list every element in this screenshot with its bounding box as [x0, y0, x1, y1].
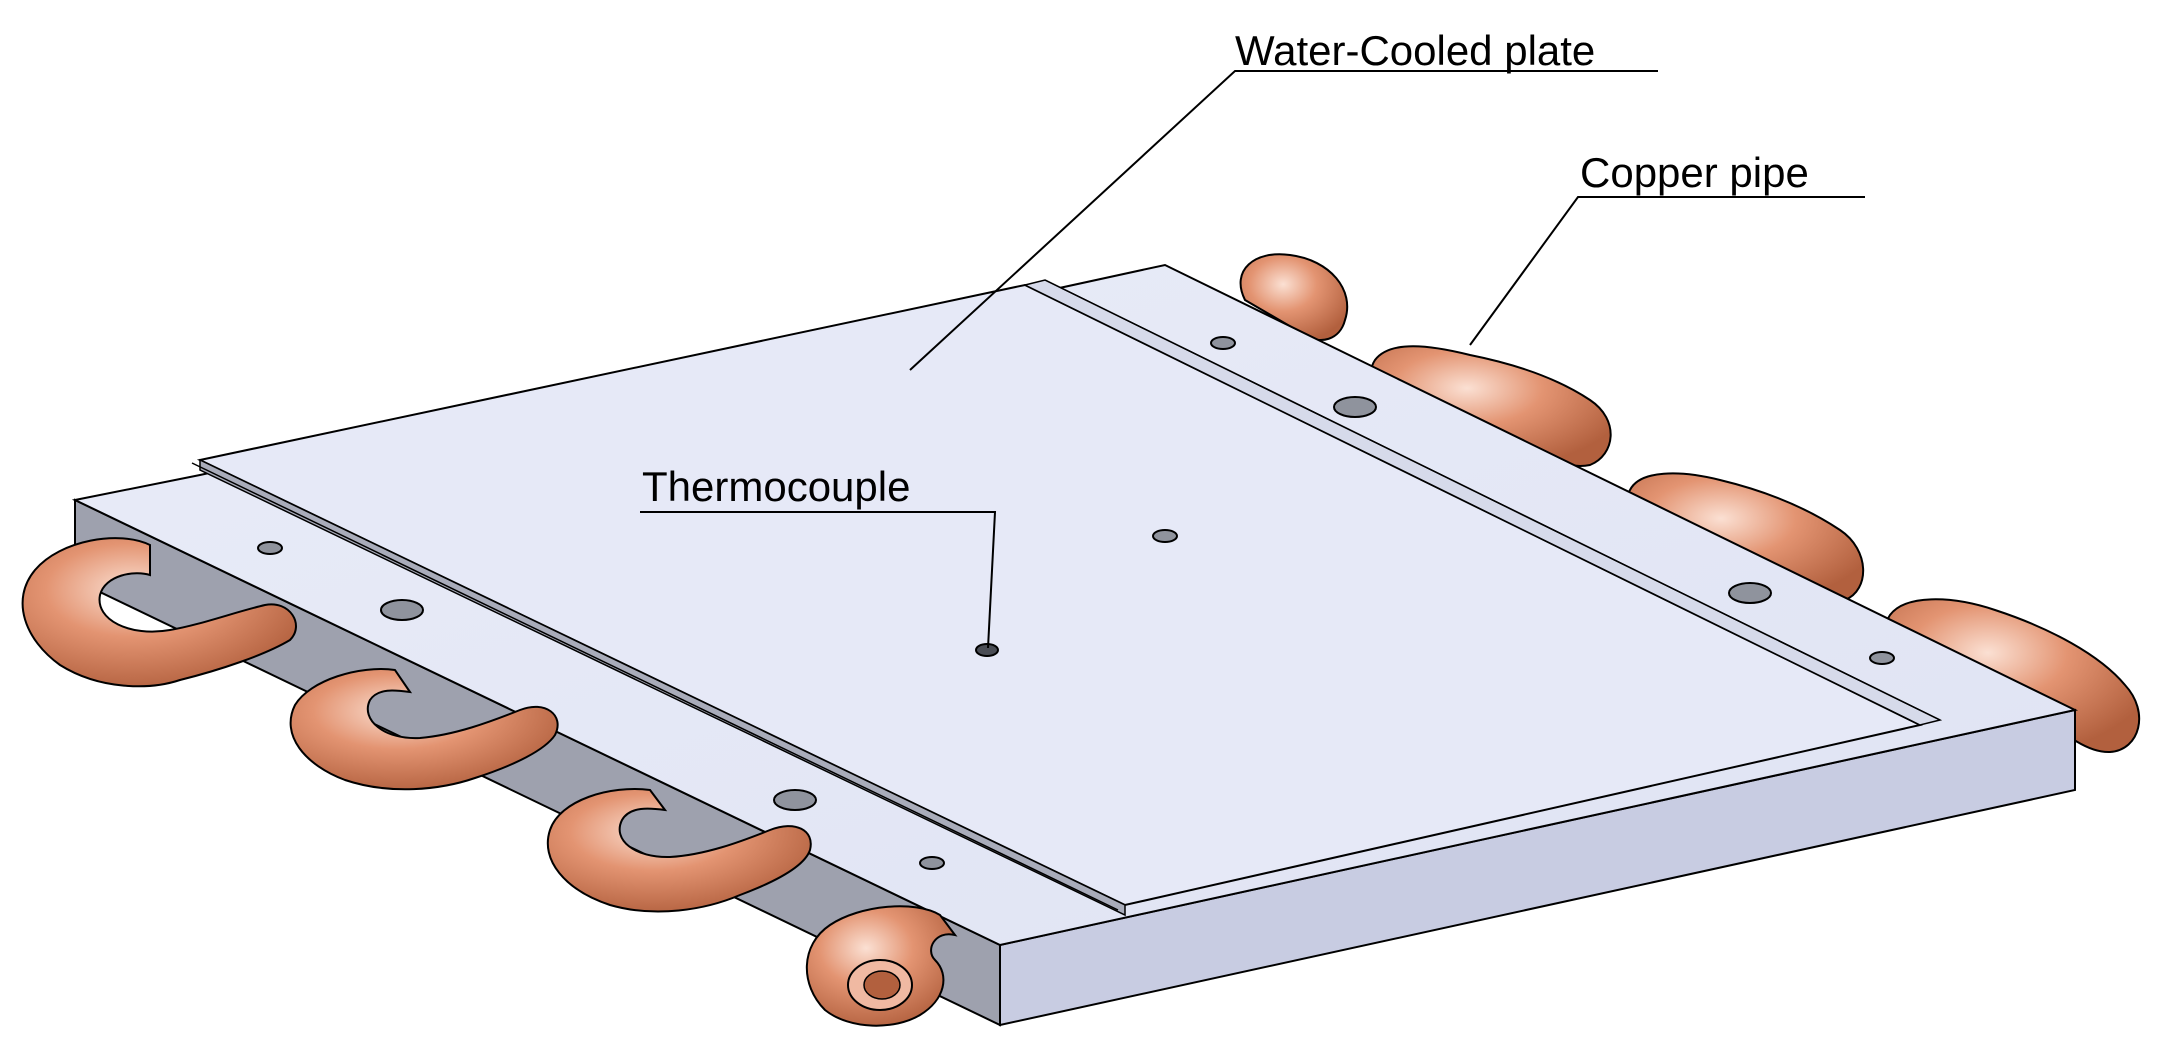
pipe-back-1 [1239, 253, 1349, 341]
hole [1869, 651, 1895, 665]
thermocouple-hole [975, 643, 999, 657]
leader-thermocouple [640, 511, 997, 649]
label-copper-pipe: Copper pipe [1580, 149, 1809, 196]
hole-center [1152, 529, 1178, 543]
pipe-open-end-inner [863, 970, 901, 1000]
copper-pipes-front [21, 537, 958, 1027]
hole [1728, 582, 1772, 604]
leader-lines [640, 70, 1865, 649]
mounting-holes [257, 336, 1895, 870]
pipe-front-3 [546, 788, 812, 913]
label-thermocouple: Thermocouple [642, 463, 911, 510]
leader-copper-pipe [1469, 196, 1865, 346]
label-water-cooled-plate: Water-Cooled plate [1235, 27, 1596, 74]
hole [1210, 336, 1236, 350]
hole [380, 599, 424, 621]
hole [773, 789, 817, 811]
hole [257, 541, 283, 555]
pipe-front-2 [289, 668, 559, 791]
copper-pipes-back [1239, 253, 2141, 754]
leader-water-cooled-plate [909, 70, 1658, 371]
pipe-front-1 [21, 537, 297, 688]
water-cooled-plate [71, 263, 2079, 1027]
hole [1333, 396, 1377, 418]
hole [919, 856, 945, 870]
